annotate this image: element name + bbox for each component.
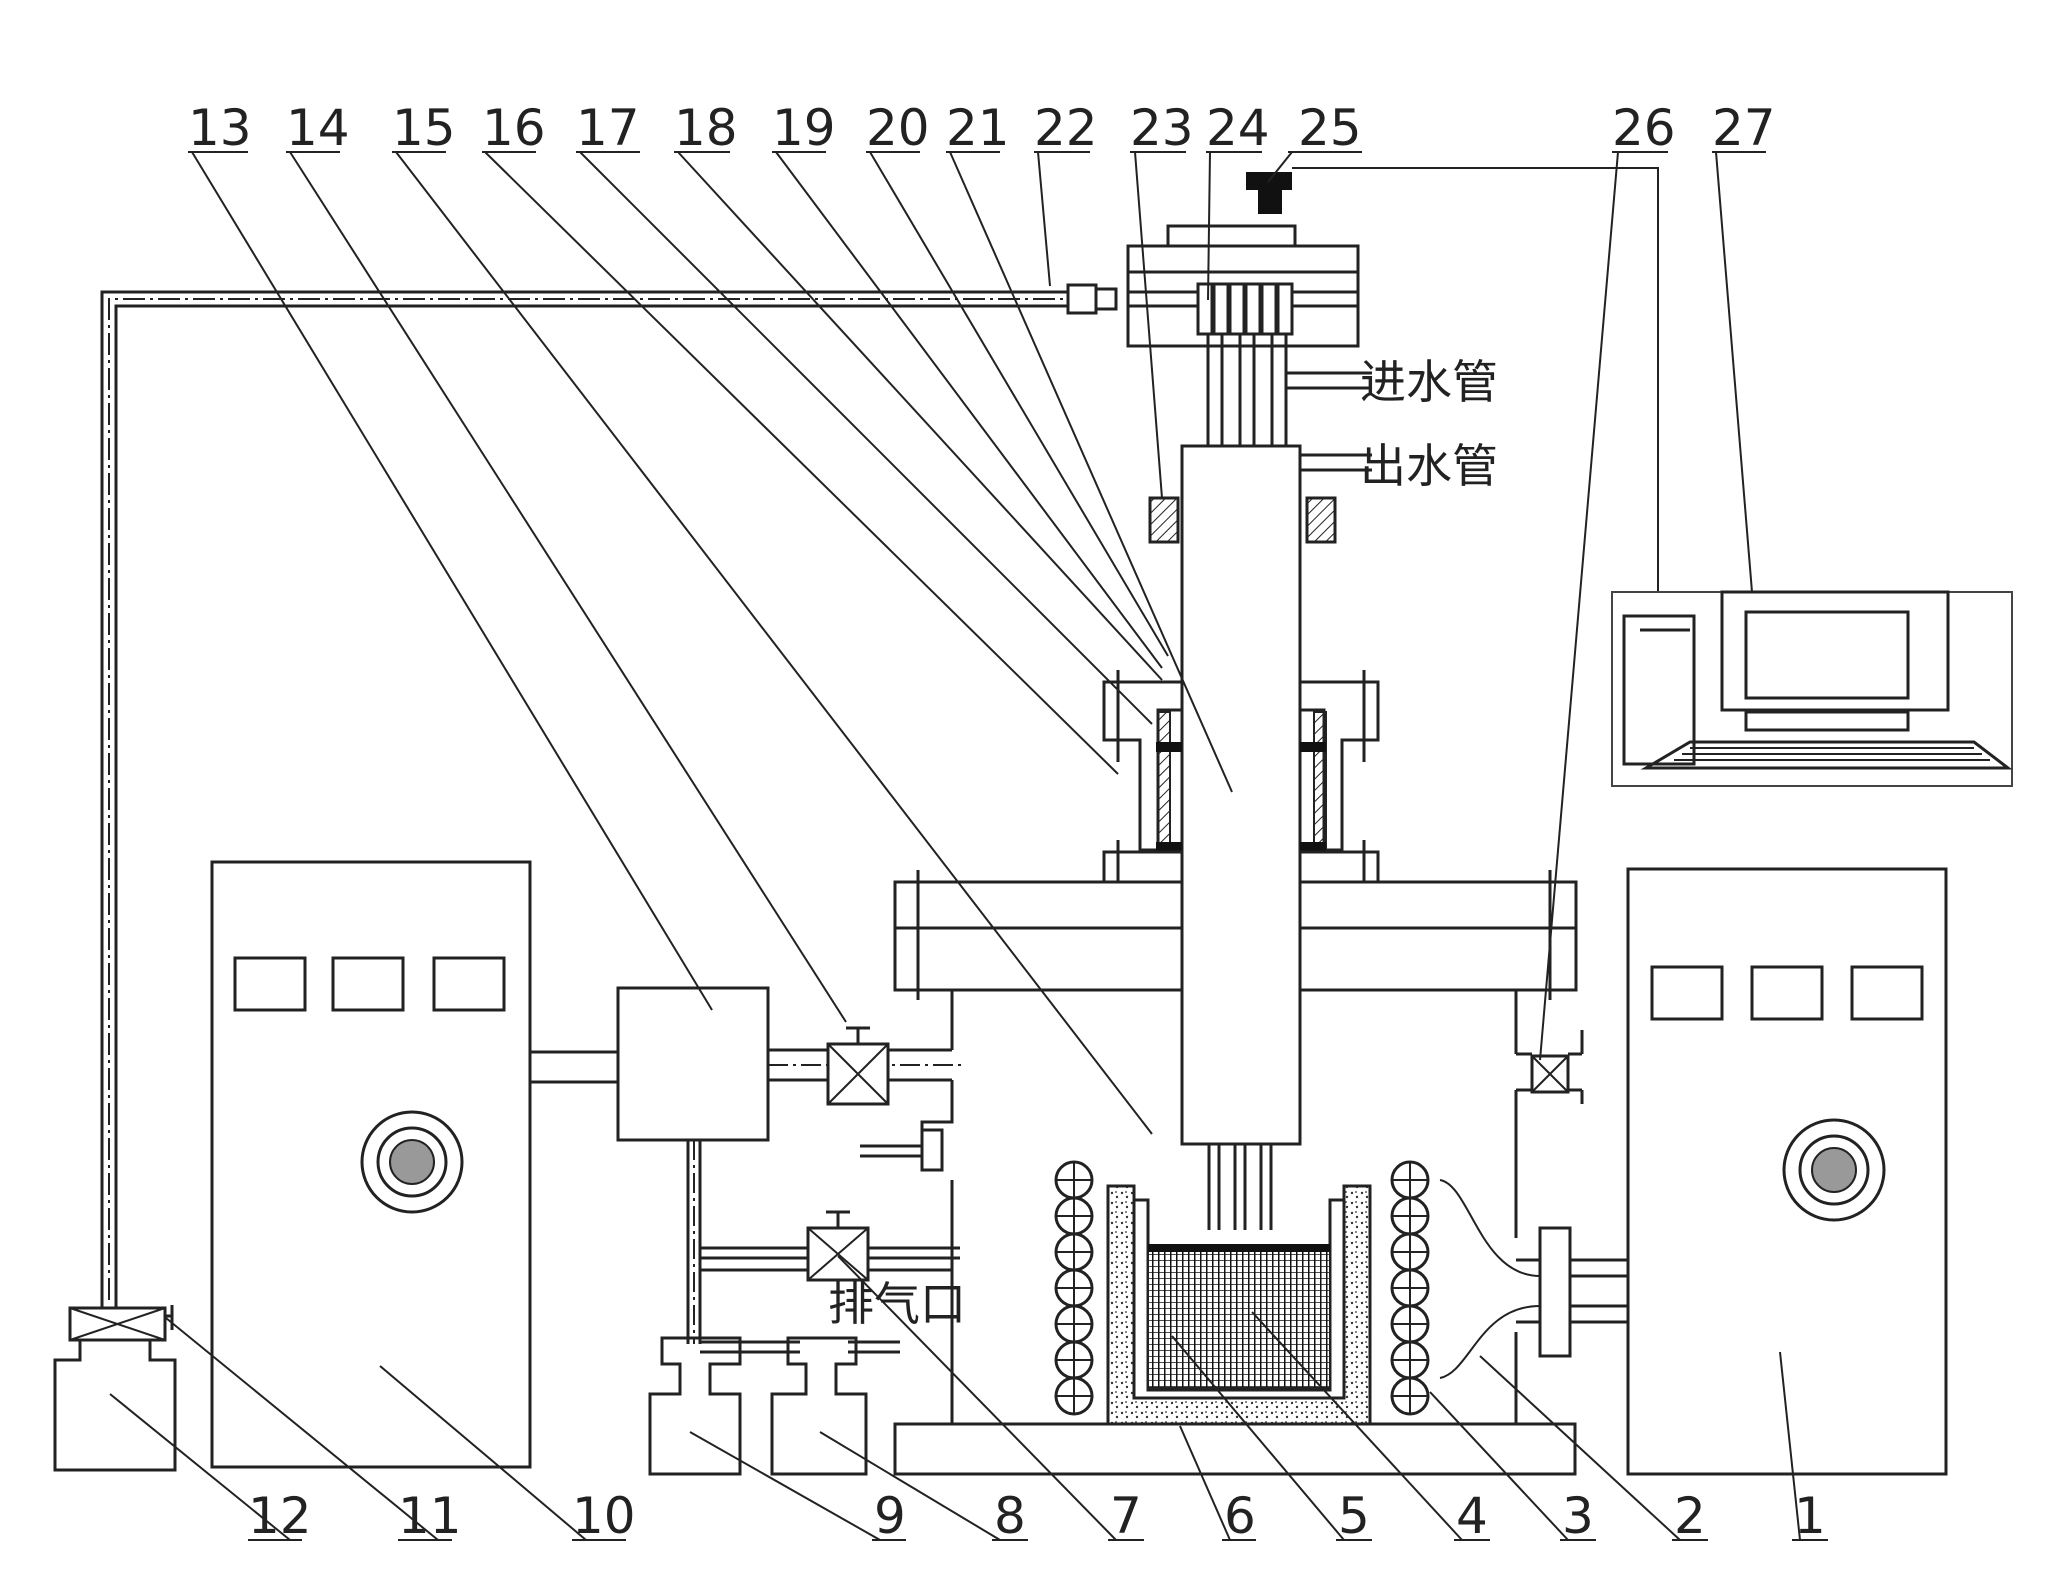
- label-23: 23: [1130, 99, 1194, 157]
- label-16: 16: [482, 99, 546, 157]
- right-power-cabinet: [1628, 869, 1946, 1474]
- label-13: 13: [188, 99, 252, 157]
- vacuum-valve: [828, 1028, 888, 1104]
- induction-coil-right: [1392, 1162, 1428, 1414]
- gas-bottle: [55, 1340, 175, 1470]
- exhaust-valve: [808, 1212, 868, 1280]
- label-1: 1: [1794, 1487, 1826, 1545]
- label-15: 15: [392, 99, 456, 157]
- label-7: 7: [1110, 1487, 1142, 1545]
- water-inlet-label: 进水管: [1360, 355, 1498, 409]
- left-power-cabinet: [212, 862, 530, 1467]
- label-19: 19: [772, 99, 836, 157]
- vacuum-pump: [618, 988, 768, 1140]
- label-2: 2: [1674, 1487, 1706, 1545]
- label-10: 10: [572, 1487, 636, 1545]
- pump-to-cabinet-pipe: [530, 1052, 618, 1082]
- label-14: 14: [286, 99, 350, 157]
- induction-coil-left: [1056, 1162, 1092, 1414]
- water-outlet-label: 出水管: [1360, 439, 1498, 493]
- label-4: 4: [1456, 1487, 1488, 1545]
- label-22: 22: [1034, 99, 1098, 157]
- label-26: 26: [1612, 99, 1676, 157]
- power-connector: [1440, 1180, 1628, 1378]
- electrode-tips: [1209, 1144, 1271, 1230]
- temperature-sensor: [1246, 172, 1292, 214]
- top-head: [1128, 226, 1358, 346]
- gas-valve: [70, 1305, 172, 1340]
- bottom-number-labels: 12 11 10 9 8 7 6 5 4 3 2 1: [248, 1487, 1826, 1545]
- computer: [1612, 592, 2012, 786]
- label-11: 11: [398, 1487, 462, 1545]
- label-6: 6: [1224, 1487, 1256, 1545]
- insulator-left: [1150, 498, 1178, 542]
- label-25: 25: [1298, 99, 1362, 157]
- cooled-electrode: [1182, 446, 1300, 1144]
- label-24: 24: [1206, 99, 1270, 157]
- label-9: 9: [874, 1487, 906, 1545]
- label-8: 8: [994, 1487, 1026, 1545]
- label-5: 5: [1338, 1487, 1370, 1545]
- label-27: 27: [1712, 99, 1776, 157]
- bath-surface: [1148, 1244, 1330, 1252]
- cooling-valve: [1532, 1056, 1568, 1092]
- top-number-labels: 13 14 15 16 17 18 19 20 21 22 23 24 25 2…: [188, 99, 1776, 157]
- label-17: 17: [576, 99, 640, 157]
- label-20: 20: [866, 99, 930, 157]
- vacuum-port: [860, 1130, 942, 1170]
- insulator-right: [1307, 498, 1335, 542]
- exhaust-port-label: 排气口: [828, 1277, 966, 1331]
- label-12: 12: [248, 1487, 312, 1545]
- label-3: 3: [1562, 1487, 1594, 1545]
- label-18: 18: [674, 99, 738, 157]
- label-21: 21: [946, 99, 1010, 157]
- gas-bottle-8: [772, 1338, 866, 1474]
- electrode-rods: [1208, 334, 1286, 446]
